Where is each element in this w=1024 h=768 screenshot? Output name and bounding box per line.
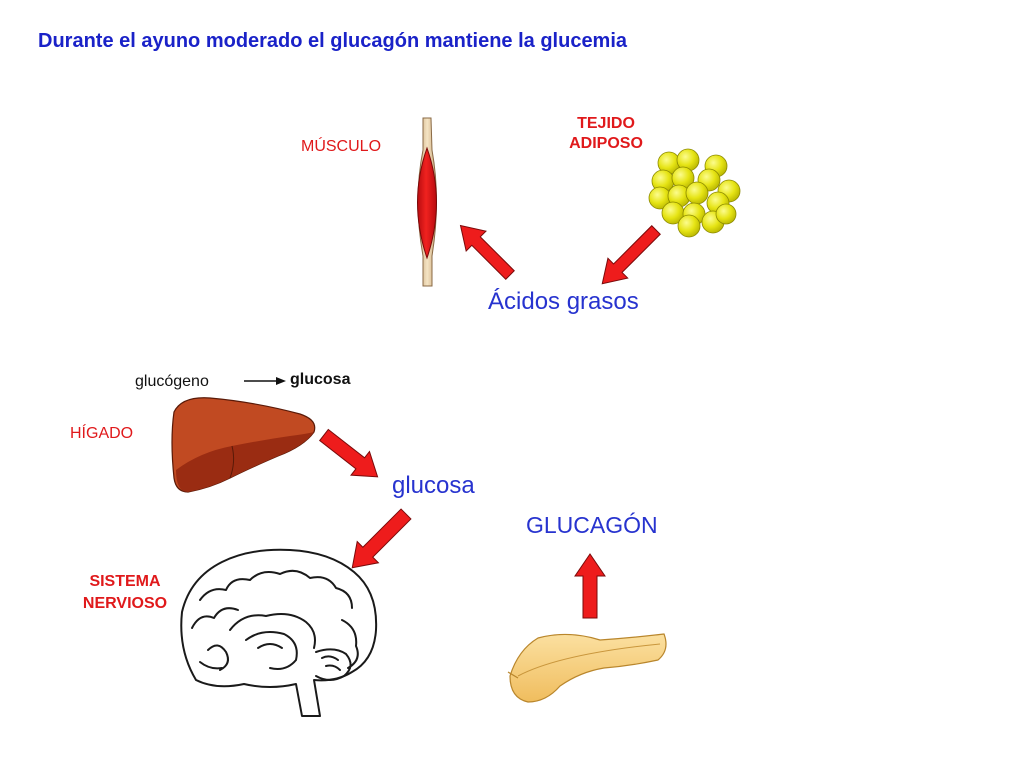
adipose-label-line2: ADIPOSO	[569, 135, 643, 152]
nervous-system-label: SISTEMA NERVIOSO	[66, 571, 184, 615]
adipose-label-line1: TEJIDO	[577, 115, 635, 132]
arrow-icon	[318, 224, 661, 619]
nervous-label-line2: NERVIOSO	[82, 595, 168, 612]
pancreas-icon	[507, 633, 667, 703]
fatty-acids-label: Ácidos grasos	[488, 288, 639, 315]
page-title: Durante el ayuno moderado el glucagón ma…	[38, 30, 628, 52]
glucose-small-label: glucosa	[290, 371, 351, 388]
glucose-label: glucosa	[392, 472, 475, 499]
glucagon-label: GLUCAGÓN	[526, 512, 658, 538]
adipose-tissue-label: TEJIDO ADIPOSO	[556, 114, 656, 154]
brain-icon	[180, 548, 378, 717]
adipose-tissue-icon	[648, 148, 741, 238]
glycogen-label: glucógeno	[135, 373, 209, 390]
muscle-icon	[417, 117, 437, 287]
muscle-label: MÚSCULO	[301, 138, 382, 155]
nervous-label-line1: SISTEMA	[89, 573, 161, 590]
glycogen-conversion-arrow-icon	[244, 377, 286, 385]
liver-icon	[171, 397, 316, 493]
liver-label: HÍGADO	[70, 425, 134, 442]
